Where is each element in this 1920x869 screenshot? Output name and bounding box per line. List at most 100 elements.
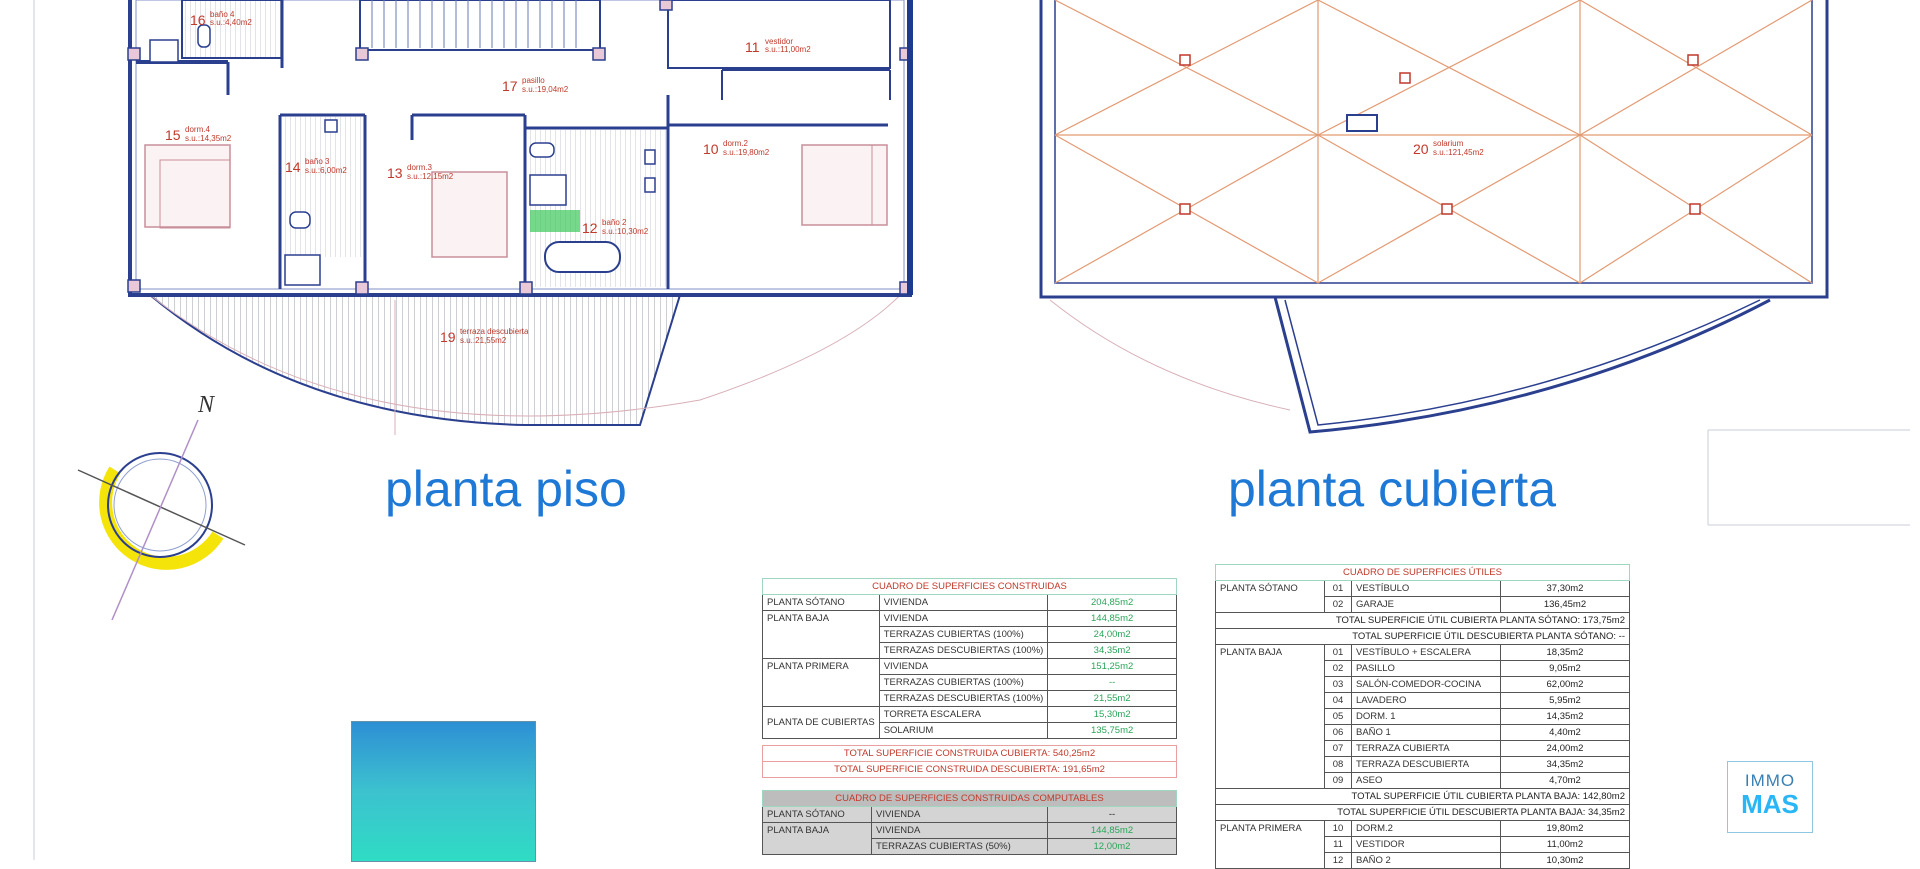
row-label: PASILLO xyxy=(1351,660,1501,677)
row-value: 18,35m2 xyxy=(1500,644,1630,661)
room-area: s.u.:19,04m2 xyxy=(522,85,569,94)
row-label: VIVIENDA xyxy=(878,594,1049,611)
svg-text:13: 13 xyxy=(387,165,403,181)
plan-title-cubierta: planta cubierta xyxy=(1228,461,1557,517)
row-value: 24,00m2 xyxy=(1047,626,1177,643)
total-row: TOTAL SUPERFICIE ÚTIL DESCUBIERTA PLANTA… xyxy=(1215,804,1630,821)
group-label: PLANTA PRIMERA xyxy=(762,658,880,707)
row-number: 01 xyxy=(1324,580,1352,597)
row-label: GARAJE xyxy=(1351,596,1501,613)
room-area: s.u.:19,80m2 xyxy=(723,148,770,157)
row-number: 11 xyxy=(1324,836,1352,853)
row-label: VIVIENDA xyxy=(878,610,1049,627)
row-value: 62,00m2 xyxy=(1500,676,1630,693)
row-number: 05 xyxy=(1324,708,1352,725)
svg-text:baño 2: baño 2 xyxy=(602,218,627,227)
row-value: 204,85m2 xyxy=(1047,594,1177,611)
room-name: pasillo xyxy=(522,76,545,85)
plan-title-piso: planta piso xyxy=(385,461,627,517)
row-label: TORRETA ESCALERA xyxy=(878,706,1049,723)
row-value: 12,00m2 xyxy=(1047,838,1177,855)
room-number: 20 xyxy=(1413,141,1429,157)
svg-text:20: 20 xyxy=(1413,141,1429,157)
svg-text:17: 17 xyxy=(502,78,518,94)
total-row: TOTAL SUPERFICIE ÚTIL CUBIERTA PLANTA SÓ… xyxy=(1215,612,1630,629)
row-value: 151,25m2 xyxy=(1047,658,1177,675)
row-label: TERRAZAS CUBIERTAS (100%) xyxy=(878,626,1049,643)
svg-text:s.u.:12,15m2: s.u.:12,15m2 xyxy=(407,172,454,181)
table-superficies-utiles: CUADRO DE SUPERFICIES ÚTILES PLANTA SÓTA… xyxy=(1215,564,1630,869)
table-title: CUADRO DE SUPERFICIES CONSTRUIDAS xyxy=(762,578,1177,595)
row-value: 14,35m2 xyxy=(1500,708,1630,725)
room-area: s.u.:11,00m2 xyxy=(765,45,811,54)
table-superficies-computables: CUADRO DE SUPERFICIES CONSTRUIDAS COMPUT… xyxy=(762,790,1177,855)
row-value: 10,30m2 xyxy=(1500,852,1630,869)
table-title: CUADRO DE SUPERFICIES CONSTRUIDAS COMPUT… xyxy=(762,790,1177,807)
svg-text:s.u.:19,80m2: s.u.:19,80m2 xyxy=(723,148,770,157)
svg-text:dorm.4: dorm.4 xyxy=(185,125,210,134)
row-value: 19,80m2 xyxy=(1500,820,1630,837)
row-label: TERRAZA CUBIERTA xyxy=(1351,740,1501,757)
svg-text:15: 15 xyxy=(165,127,181,143)
row-label: TERRAZAS DESCUBIERTAS (100%) xyxy=(878,690,1049,707)
room-area: s.u.:14,35m2 xyxy=(185,134,232,143)
logo-line-2: MAS xyxy=(1741,789,1799,819)
pool-drawing xyxy=(351,721,536,862)
room-labels-piso: 16 baño 4 s.u.:4,40m2 11 vestidor s.u.:1… xyxy=(165,10,811,345)
row-number: 08 xyxy=(1324,756,1352,773)
row-label: SALÓN-COMEDOR-COCINA xyxy=(1351,676,1501,693)
room-number: 13 xyxy=(387,165,403,181)
svg-text:19: 19 xyxy=(440,329,456,345)
room-area: s.u.:4,40m2 xyxy=(210,18,252,27)
row-value: 4,70m2 xyxy=(1500,772,1630,789)
row-value: 37,30m2 xyxy=(1500,580,1630,597)
row-label: TERRAZAS CUBIERTAS (50%) xyxy=(871,838,1048,855)
room-name: baño 3 xyxy=(305,157,330,166)
room-area: s.u.:10,30m2 xyxy=(602,227,649,236)
svg-text:pasillo: pasillo xyxy=(522,76,545,85)
row-number: 04 xyxy=(1324,692,1352,709)
svg-text:terraza descubierta: terraza descubierta xyxy=(460,327,529,336)
plan-cubierta: 20 solarium s.u.:121,45m2 xyxy=(1039,0,1829,434)
row-label: TERRAZAS DESCUBIERTAS (100%) xyxy=(878,642,1049,659)
svg-text:s.u.:6,00m2: s.u.:6,00m2 xyxy=(305,166,347,175)
table-superficies-construidas: CUADRO DE SUPERFICIES CONSTRUIDAS PLANTA… xyxy=(762,578,1177,778)
total-row: TOTAL SUPERFICIE ÚTIL DESCUBIERTA PLANTA… xyxy=(1215,628,1630,645)
row-number: 09 xyxy=(1324,772,1352,789)
room-number: 10 xyxy=(703,141,719,157)
row-label: TERRAZAS CUBIERTAS (100%) xyxy=(878,674,1049,691)
row-number: 02 xyxy=(1324,596,1352,613)
group-label: PLANTA PRIMERA xyxy=(1215,820,1325,869)
room-area: s.u.:21,55m2 xyxy=(460,336,507,345)
row-number: 10 xyxy=(1324,820,1352,837)
row-value: 144,85m2 xyxy=(1047,822,1177,839)
row-label: VESTIDOR xyxy=(1351,836,1501,853)
svg-text:s.u.:121,45m2: s.u.:121,45m2 xyxy=(1433,148,1484,157)
table-title: CUADRO DE SUPERFICIES ÚTILES xyxy=(1215,564,1630,581)
svg-text:s.u.:4,40m2: s.u.:4,40m2 xyxy=(210,18,252,27)
total-cubierta: TOTAL SUPERFICIE CONSTRUIDA CUBIERTA: 54… xyxy=(762,745,1177,762)
group-label: PLANTA SÓTANO xyxy=(762,594,880,611)
row-label: VIVIENDA xyxy=(878,658,1049,675)
row-value: -- xyxy=(1047,674,1177,691)
row-label: TERRAZA DESCUBIERTA xyxy=(1351,756,1501,773)
room-name: baño 4 xyxy=(210,10,235,19)
room-name: terraza descubierta xyxy=(460,327,529,336)
svg-text:11: 11 xyxy=(745,39,760,55)
plan-piso: 16 baño 4 s.u.:4,40m2 11 vestidor s.u.:1… xyxy=(127,0,913,435)
row-number: 12 xyxy=(1324,852,1352,869)
row-label: BAÑO 2 xyxy=(1351,852,1501,869)
room-number: 17 xyxy=(502,78,518,94)
room-number: 14 xyxy=(285,159,301,175)
svg-text:vestidor: vestidor xyxy=(765,37,793,46)
group-label: PLANTA SÓTANO xyxy=(762,806,872,823)
row-value: 11,00m2 xyxy=(1500,836,1630,853)
row-label: LAVADERO xyxy=(1351,692,1501,709)
svg-text:12: 12 xyxy=(582,220,598,236)
row-number: 03 xyxy=(1324,676,1352,693)
row-label: VIVIENDA xyxy=(871,806,1048,823)
row-label: VIVIENDA xyxy=(871,822,1048,839)
svg-text:s.u.:21,55m2: s.u.:21,55m2 xyxy=(460,336,507,345)
row-value: 34,35m2 xyxy=(1047,642,1177,659)
